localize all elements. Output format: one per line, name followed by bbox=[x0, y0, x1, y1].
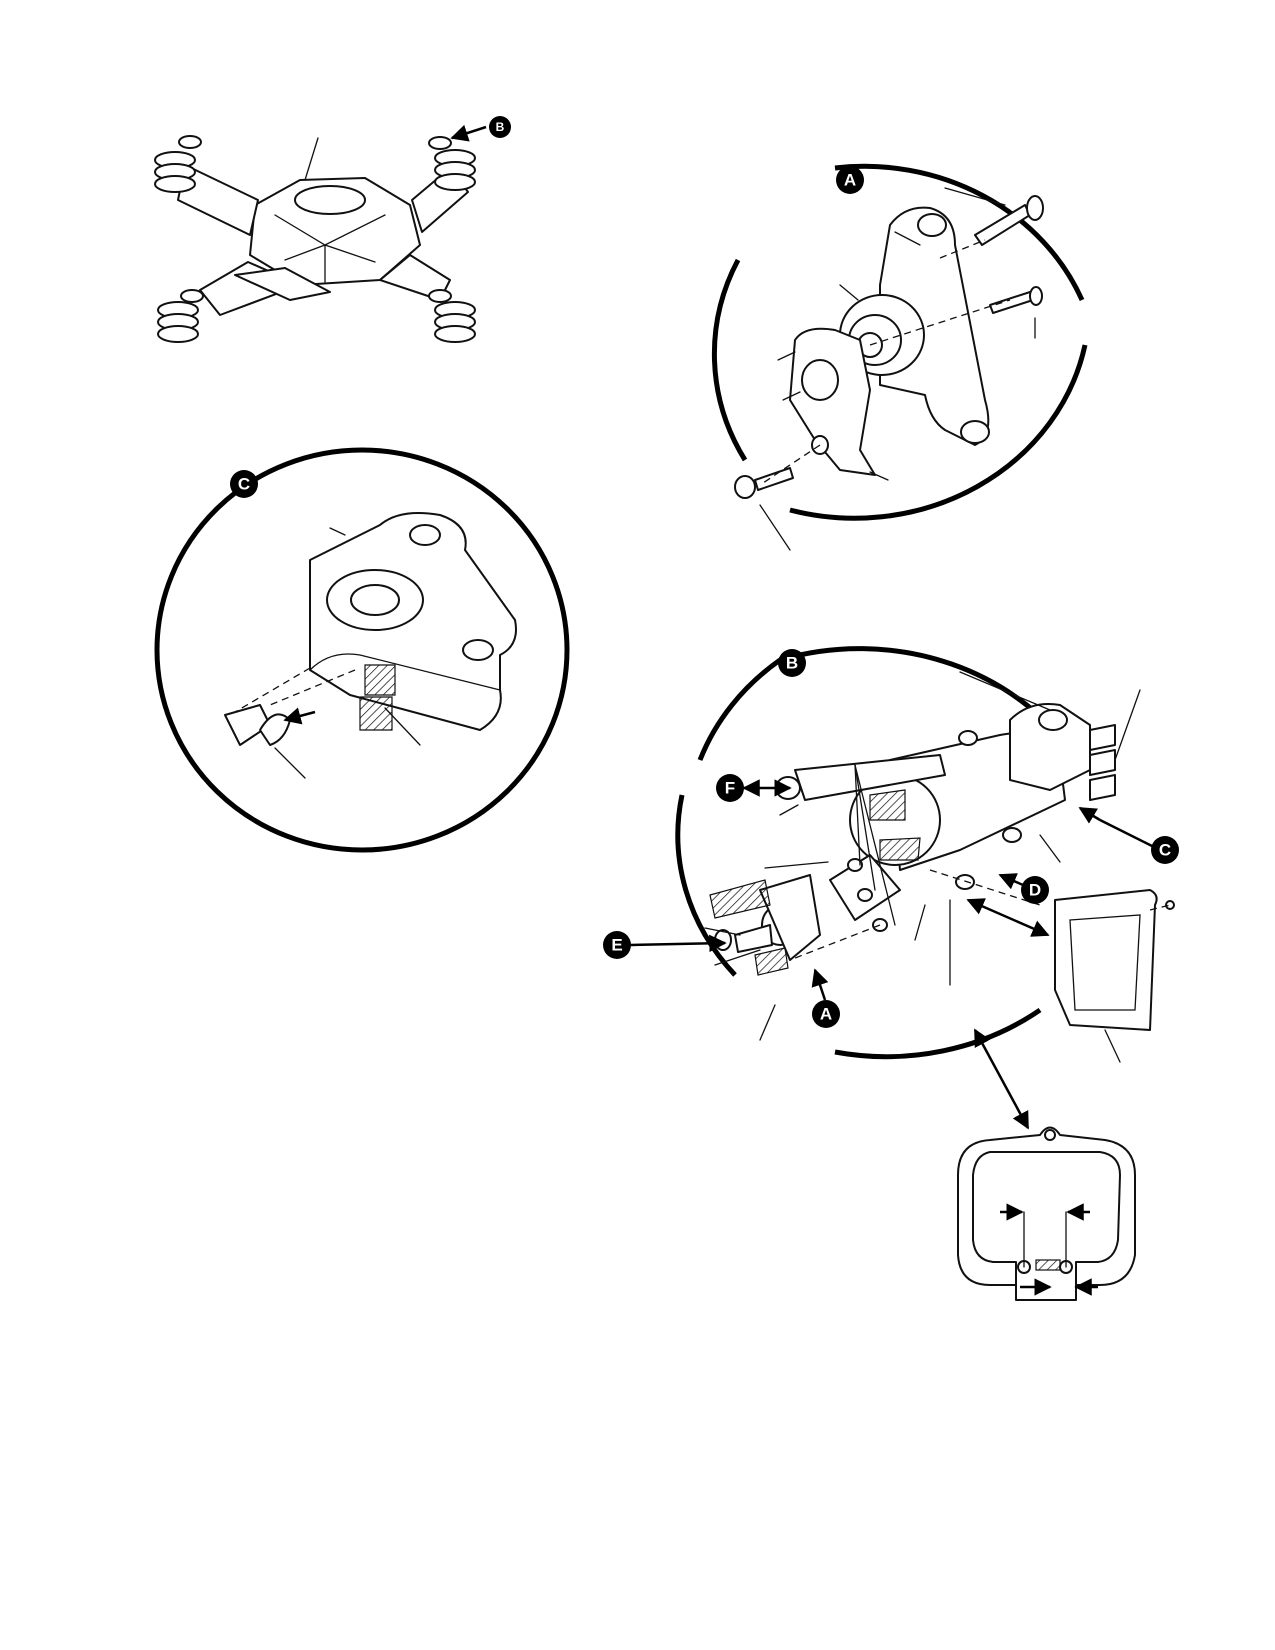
svg-text:C: C bbox=[238, 475, 250, 494]
svg-text:F: F bbox=[725, 779, 735, 798]
svg-text:B: B bbox=[786, 654, 798, 673]
detail-a: A bbox=[711, 163, 1088, 551]
gasket-inset bbox=[957, 1126, 1136, 1301]
callout-a-detail-b: A bbox=[812, 1000, 840, 1028]
svg-text:A: A bbox=[820, 1005, 832, 1024]
detail-b: B F C D E A bbox=[603, 646, 1179, 1130]
callout-e: E bbox=[603, 931, 631, 959]
svg-text:E: E bbox=[611, 936, 622, 955]
svg-text:B: B bbox=[496, 120, 505, 134]
svg-text:D: D bbox=[1029, 881, 1041, 900]
callout-d: D bbox=[1021, 876, 1049, 904]
callout-a: A bbox=[836, 166, 864, 194]
callout-c-detail-b: C bbox=[1151, 836, 1179, 864]
svg-text:A: A bbox=[844, 171, 856, 190]
svg-text:C: C bbox=[1159, 841, 1171, 860]
detail-c: C bbox=[154, 447, 570, 853]
callout-b-overview: B bbox=[489, 116, 511, 138]
callout-f: F bbox=[716, 774, 744, 802]
callout-c: C bbox=[230, 470, 258, 498]
callout-b: B bbox=[778, 649, 806, 677]
overview-rotor-hub: B bbox=[154, 116, 511, 343]
